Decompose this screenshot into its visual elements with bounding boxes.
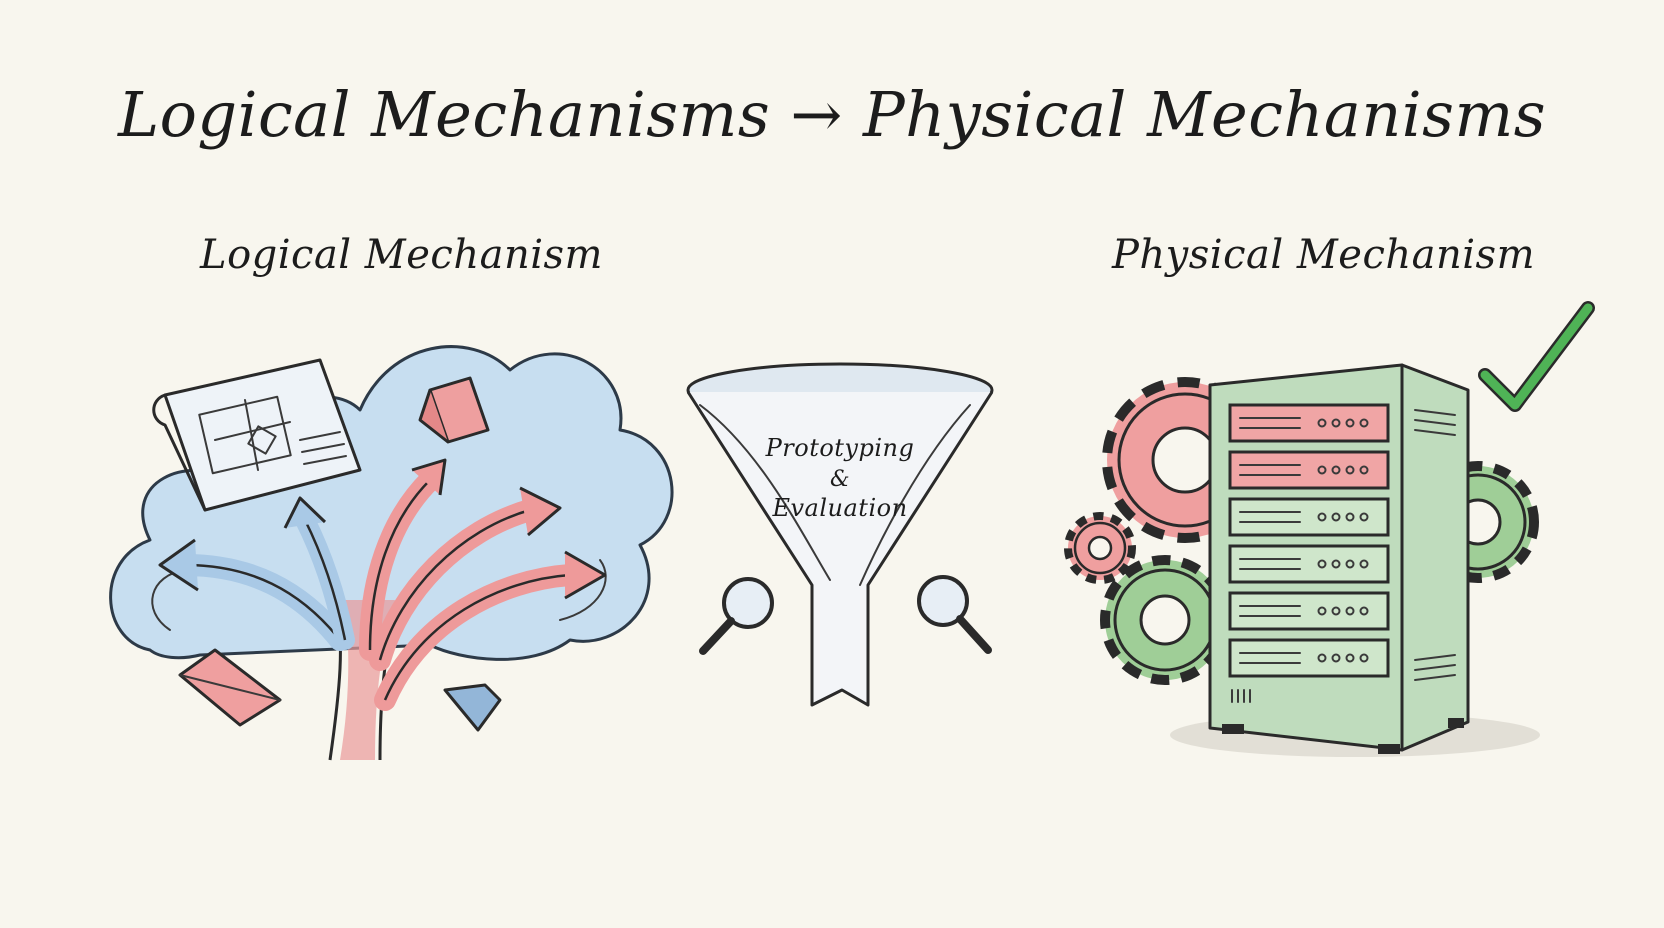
server-unit [1230,546,1388,582]
physical-mechanism-illustration [1068,308,1588,757]
magnifier-icon-right [919,577,988,650]
server-unit [1230,499,1388,535]
logical-mechanism-illustration [111,347,672,760]
server-unit [1230,405,1388,441]
server-rack-icon [1210,365,1468,754]
server-unit [1230,640,1388,676]
gear-icon-red-small [1068,516,1132,580]
funnel-line-1: Prototyping [765,434,915,462]
gear-icon-green-left [1105,560,1225,680]
server-unit [1230,593,1388,629]
funnel-icon: Prototyping & Evaluation [688,364,992,705]
server-unit [1230,452,1388,488]
funnel-line-3: Evaluation [771,494,907,522]
magnifier-icon-left [703,579,772,651]
funnel-line-2: & [830,467,850,492]
gem-shape [445,685,500,730]
